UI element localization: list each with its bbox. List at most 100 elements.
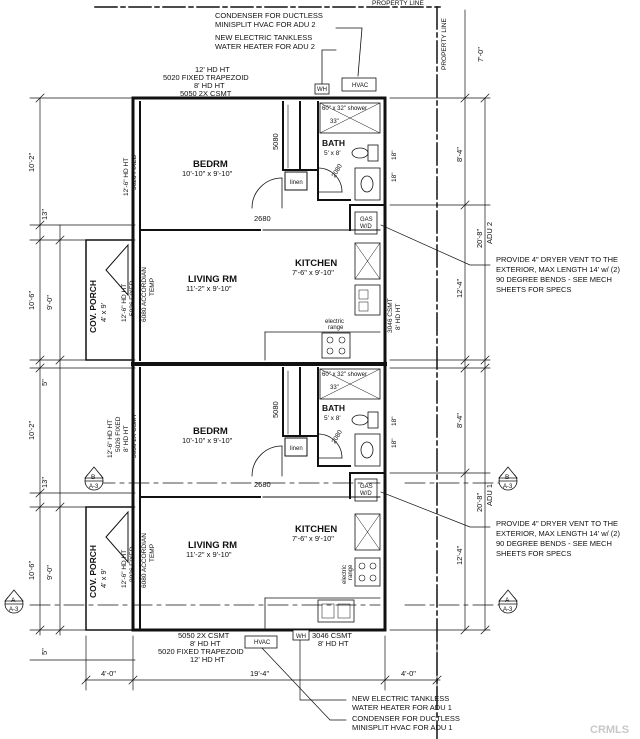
bottom-dimension-lines	[81, 635, 442, 691]
adu2-porch-name: COV. PORCH	[88, 280, 98, 333]
adu1-bed-window-l1: 12'-6" HD HT	[107, 420, 114, 458]
adu2-range-l2: range	[328, 325, 344, 331]
section-b-left: B A-3	[84, 466, 104, 491]
bottom-callouts: 5050 2X CSMT 8' HD HT 5020 FIXED TRAPEZO…	[158, 629, 460, 732]
watermark: CRMLS	[590, 724, 629, 736]
dim-13-lower: 13"	[40, 477, 49, 488]
bottom-kit-window-l2: 8' HD HT	[318, 639, 349, 648]
adu2-wd: W/D	[360, 224, 372, 230]
dryer-note-adu2-line3: 90 DEGREE BENDS - SEE MECH	[496, 275, 612, 284]
adu2-bath-dim: 5' x 8'	[324, 150, 341, 157]
section-a-right-letter: A	[505, 597, 510, 604]
section-a-left: A A-3	[4, 589, 24, 614]
adu1-interior-walls	[139, 367, 386, 629]
adu2-kit-window-l1: 3046 CSMT	[387, 298, 394, 333]
adu2-liv-window-l2: 5026 FIXED	[129, 280, 136, 316]
adu1-porch-dim: 4' x 9'	[99, 568, 108, 588]
water-heater-adu2-line1: NEW ELECTRIC TANKLESS	[215, 33, 312, 42]
dim-adu2-upper: 8'-4"	[455, 147, 464, 162]
dim-10-6-upper: 10'-6"	[27, 291, 36, 310]
dim-adu1-upper: 8'-4"	[455, 413, 464, 428]
dim-bottom-center: 19'-4"	[250, 669, 269, 678]
bottom-window-l3: 5020 FIXED TRAPEZOID	[158, 647, 244, 656]
adu2-linen: linen	[290, 180, 303, 186]
adu2-dim-33: 33"	[330, 119, 339, 125]
adu2-bath-name: BATH	[322, 138, 345, 148]
adu2-bedroom-dim: 10'-10" x 9'-10"	[182, 169, 233, 178]
adu1-kitchen-dim: 7'-6" x 9'-10"	[292, 534, 334, 543]
adu1-door-2680: 2680	[254, 480, 271, 489]
adu2-dim-18-a: 18"	[391, 150, 398, 160]
adu1-bath-dim: 5' x 8'	[324, 415, 341, 422]
adu1-dim-18-b: 18"	[391, 438, 398, 448]
adu1-liv-window-l2: 8026 FIXED	[129, 546, 136, 582]
dim-10-6-lower: 10'-6"	[27, 561, 36, 580]
bottom-kit-window-l1: 3046 CSMT	[312, 631, 352, 640]
dryer-note-adu1-line3: 90 DEGREE BENDS - SEE MECH	[496, 539, 612, 548]
adu2-living-dim: 11'-2" x 9'-10"	[186, 284, 232, 293]
wh-tag-adu2: WH	[317, 87, 327, 93]
adu2-liv-window-l1: 12'-6" HD HT	[121, 284, 128, 322]
water-heater-box-adu1	[292, 629, 310, 641]
dim-9-0-lower: 9'-0"	[45, 565, 54, 580]
adu1-shower: 60" x 32" shower	[322, 372, 367, 378]
building-walls	[85, 96, 387, 632]
bottom-window-l2: 8' HD HT	[190, 639, 221, 648]
right-dimension-labels: 7'-0" 8'-4" 20'-8" ADU 2 12'-4" 8'-4" 20…	[455, 47, 494, 565]
adu1-dim-18-a: 18"	[391, 416, 398, 426]
adu1-living-name: LIVING RM	[188, 540, 237, 551]
top-window-line1: 12' HD HT	[195, 65, 230, 74]
property-line-label-right: PROPERTY LINE	[441, 18, 448, 70]
dryer-note-adu2-line4: SHEETS FOR SPECS	[496, 285, 571, 294]
adu2-door-2080: 2080	[331, 163, 344, 179]
top-window-line3: 8' HD HT	[194, 81, 225, 90]
adu1-gas: GAS	[360, 484, 373, 490]
adu2-kit-window-l2: 8' HD HT	[395, 303, 402, 330]
adu2-gas: GAS	[360, 217, 373, 223]
left-dimension-lines	[29, 93, 136, 661]
section-a-right: A A-3	[498, 589, 518, 614]
top-window-line4: 5050 2X CSMT	[180, 89, 232, 98]
adu1-dim-33: 33"	[330, 385, 339, 391]
section-b-right-letter: B	[505, 474, 509, 481]
adu1-kitchen-name: KITCHEN	[295, 524, 337, 535]
dim-adu2-lower: 12'-4"	[455, 279, 464, 298]
adu1-range-l2: range	[348, 564, 354, 580]
adu1-label: ADU 1	[485, 484, 494, 506]
top-callouts: CONDENSER FOR DUCTLESS MINISPLIT HVAC FO…	[163, 11, 377, 98]
adu2-door-2680: 2680	[254, 214, 271, 223]
adu2-accordion-l1: 6080 ACCORDIAN	[141, 267, 148, 322]
adu1-bed-window-l4: 5050 2X CSMT	[131, 414, 138, 458]
water-heater-adu1-line2: WATER HEATER FOR ADU 1	[352, 703, 452, 712]
dim-9-0-upper: 9'-0"	[45, 295, 54, 310]
adu1-door-2080: 2080	[331, 429, 344, 445]
adu1-bedroom-dim: 10'-10" x 9'-10"	[182, 436, 233, 445]
condenser-adu1-line1: CONDENSER FOR DUCTLESS	[352, 714, 460, 723]
dryer-note-adu1: PROVIDE 4" DRYER VENT TO THE EXTERIOR, M…	[380, 491, 620, 558]
adu2-kitchen-name: KITCHEN	[295, 258, 337, 269]
dim-bottom-right: 4'-0"	[401, 669, 416, 678]
adu2-window-5080: 5080	[271, 133, 280, 150]
adu2-label: ADU 2	[485, 222, 494, 244]
dim-10-2-lower: 10'-2"	[27, 421, 36, 440]
dryer-note-adu1-line1: PROVIDE 4" DRYER VENT TO THE	[496, 519, 618, 528]
wh-tag-adu1: WH	[296, 634, 306, 640]
adu2-dim-18-b: 18"	[391, 172, 398, 182]
water-heater-adu2-line2: WATER HEATER FOR ADU 2	[215, 42, 315, 51]
adu2-labels: 12'-6" HD HT 5026 FIXED BEDRM 10'-10" x …	[88, 106, 402, 333]
dim-10-2-upper: 10'-2"	[27, 153, 36, 172]
dim-setback: 7'-0"	[476, 47, 485, 62]
dryer-note-adu1-line2: EXTERIOR, MAX LENGTH 14' w/ (2)	[496, 529, 620, 538]
property-line-label-top: PROPERTY LINE	[372, 0, 424, 7]
adu2-bed-window-l2: 5026 FIXED	[131, 154, 138, 190]
adu1-accordion-l2: TEMP	[149, 544, 156, 562]
dim-bottom-left: 4'-0"	[101, 669, 116, 678]
dim-5-bottom: 5"	[40, 648, 49, 655]
bottom-window-l1: 5050 2X CSMT	[178, 631, 230, 640]
adu2-bed-window-l1: 12'-6" HD HT	[123, 158, 130, 196]
dim-adu1-total: 20'-8"	[475, 493, 484, 512]
hvac-tag-adu2: HVAC	[352, 83, 369, 89]
section-b-left-letter: B	[91, 474, 95, 481]
